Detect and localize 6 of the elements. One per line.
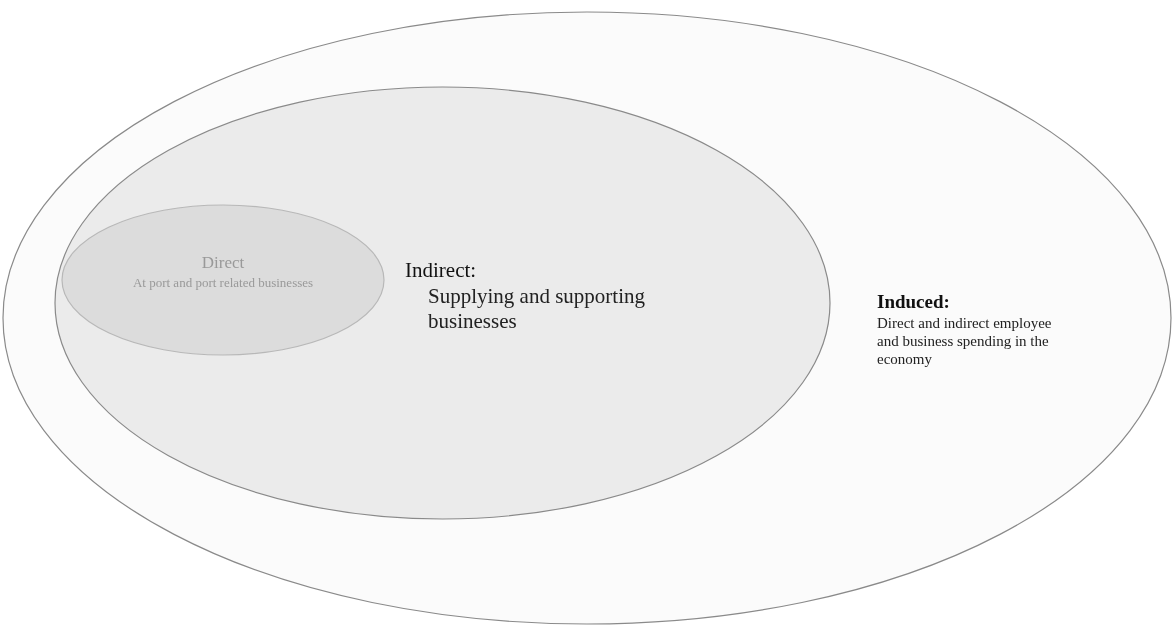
ellipse-description: At port and port related businesses [131, 275, 315, 291]
ellipse-heading: Direct [200, 253, 246, 274]
ellipse-description: Supplying and supporting businesses [428, 284, 646, 335]
ellipse-heading: Induced: [877, 291, 951, 314]
ellipse-heading: Indirect: [405, 258, 478, 284]
ellipse-description: Direct and indirect employee and business spending in the economy [877, 314, 1053, 368]
